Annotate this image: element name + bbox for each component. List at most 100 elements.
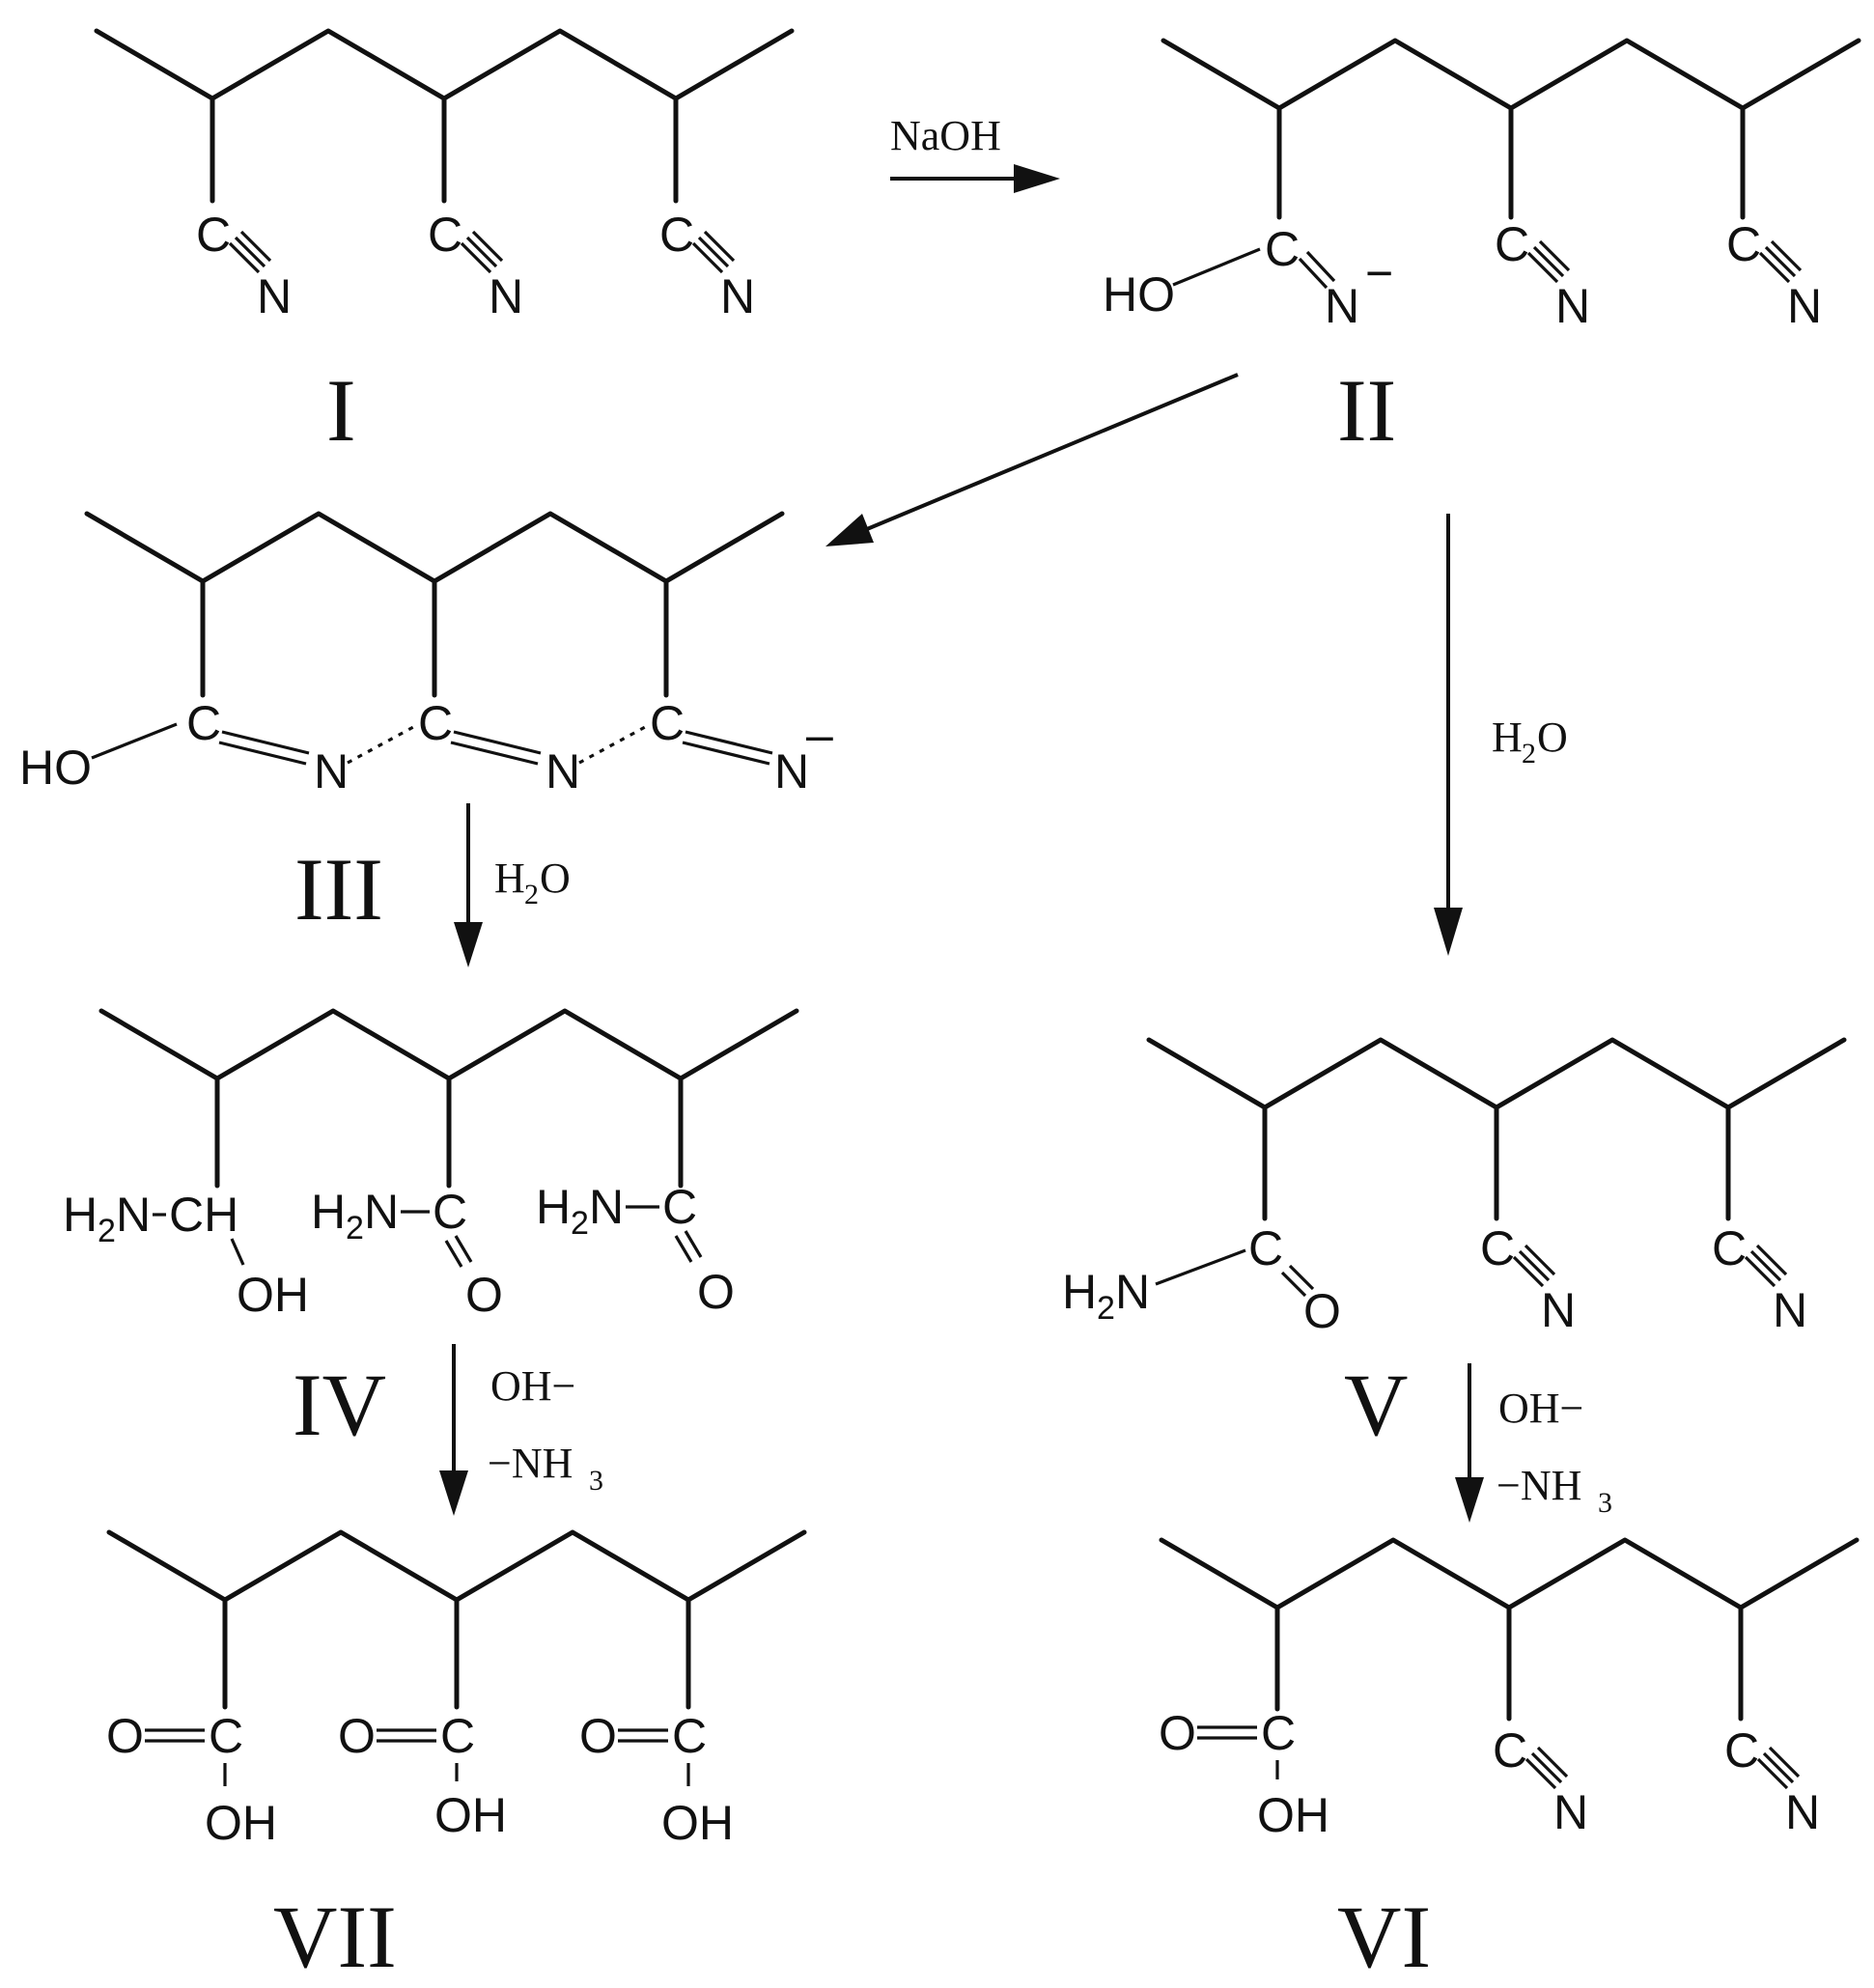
atom-label: C: [672, 1709, 707, 1763]
bond-line: [1524, 1757, 1557, 1790]
nitrile-group: C N: [1712, 1221, 1807, 1337]
bond-line: [578, 724, 648, 765]
atom-label: C: [1248, 1221, 1283, 1275]
bond-line: [1536, 1746, 1569, 1778]
arrow-head: [1434, 908, 1463, 956]
bond-line: [1758, 251, 1791, 284]
arrow-head: [454, 922, 483, 967]
atom-label: C: [1261, 1706, 1296, 1760]
atom-label: N: [589, 1180, 624, 1234]
bond-line: [866, 373, 1239, 531]
atom-label: N: [1541, 1283, 1576, 1337]
atom-label: C: [1480, 1221, 1515, 1275]
nitrile-group: C N: [1724, 1723, 1820, 1839]
arrow-h2o-III-to-IV: H 2 O: [454, 803, 571, 967]
atom-label: 2: [346, 1210, 364, 1246]
atom-label: N: [1115, 1265, 1150, 1319]
atom-label: C: [1495, 217, 1529, 271]
nitrile-group: C N: [428, 208, 523, 323]
atom-label: N: [257, 269, 292, 323]
bond-line: [685, 730, 773, 755]
label-IV: IV: [293, 1356, 386, 1454]
atom-label: O: [1537, 714, 1568, 761]
bond-line: [1298, 257, 1329, 290]
structure-VII: O C OH O C OH O C OH VII: [106, 1532, 804, 1986]
atom-label: O: [540, 854, 571, 902]
structure-VI: O C OH C N C N VI: [1159, 1540, 1857, 1986]
bond-line: [1512, 1255, 1545, 1288]
atom-label: N: [720, 269, 755, 323]
atom-label: N: [489, 269, 523, 323]
bond-line: [465, 236, 498, 268]
label-II: II: [1337, 361, 1396, 460]
bond-line: [1280, 1271, 1307, 1298]
atom-label: H: [1062, 1265, 1097, 1319]
negative-charge: −: [1365, 246, 1393, 300]
atom-label: O: [579, 1709, 617, 1763]
bond-line: [101, 1011, 797, 1078]
atom-label: C: [433, 1185, 467, 1239]
nitrile-group: C N: [1726, 217, 1822, 333]
bond-line: [109, 1532, 804, 1600]
bond-line: [1530, 1751, 1563, 1784]
bond-line: [218, 741, 307, 766]
bond-line: [697, 236, 730, 268]
bond-line: [454, 1235, 473, 1263]
atom-label: N: [364, 1185, 399, 1239]
atom-label: OH: [661, 1796, 734, 1850]
bond-line: [471, 230, 504, 263]
structure-II: C HO N − C N C N II: [1103, 41, 1859, 460]
bond-line: [87, 514, 782, 581]
bond-line: [1762, 1751, 1795, 1784]
arrow-head: [1014, 164, 1060, 193]
label-VII: VII: [273, 1888, 397, 1986]
bond-line: [1172, 247, 1261, 287]
atom-label: O: [1159, 1706, 1196, 1760]
atom-label: 2: [524, 879, 539, 910]
bond-line: [444, 1240, 463, 1268]
atom-label: O: [1303, 1284, 1341, 1338]
nitrile-group: C N: [1493, 1723, 1588, 1839]
atom-label: N: [1555, 279, 1590, 333]
bond-line: [460, 241, 492, 274]
bond-line: [228, 241, 261, 274]
atom-label: OH: [434, 1788, 507, 1842]
atom-label: N: [545, 744, 580, 798]
atom-label: H: [536, 1180, 571, 1234]
bond-line: [1155, 1248, 1246, 1286]
atom-label: N: [1325, 279, 1359, 333]
atom-label: H: [1492, 714, 1523, 761]
atom-label: N: [774, 744, 809, 798]
bond-line: [674, 1235, 693, 1263]
nitrile-group: C N: [1480, 1221, 1576, 1337]
arrow-h2o-II-to-V: H 2 O: [1434, 514, 1568, 956]
atom-label: C: [196, 208, 231, 262]
negative-charge: –: [806, 708, 833, 762]
atom-label: H: [63, 1188, 98, 1242]
nitrile-group: C N: [659, 208, 755, 323]
atom-label: OH: [1257, 1788, 1329, 1842]
bond-line: [347, 724, 416, 765]
bond-line: [1756, 1757, 1789, 1790]
arrow-naoh: NaOH: [890, 112, 1060, 193]
atom-label: OH−: [490, 1362, 575, 1410]
bond-line: [221, 730, 310, 755]
atom-label: OH: [205, 1796, 277, 1850]
reagent-naoh: NaOH: [890, 112, 1001, 159]
atom-label: C: [209, 1709, 243, 1763]
atom-label: C: [659, 208, 694, 262]
atom-label: HO: [1103, 267, 1175, 322]
arrow-head: [439, 1470, 468, 1516]
atom-label: H: [311, 1185, 346, 1239]
atom-label: 2: [98, 1213, 116, 1249]
bond-line: [1538, 239, 1571, 272]
atom-label: O: [697, 1265, 735, 1319]
atom-label: 2: [1522, 738, 1536, 770]
amide-group: H 2 N C O: [536, 1180, 735, 1319]
iminol-anion-group: C HO N −: [1103, 222, 1393, 333]
atom-label: N: [1553, 1785, 1588, 1839]
bond-line: [1749, 1249, 1782, 1282]
bond-line: [1526, 251, 1559, 284]
